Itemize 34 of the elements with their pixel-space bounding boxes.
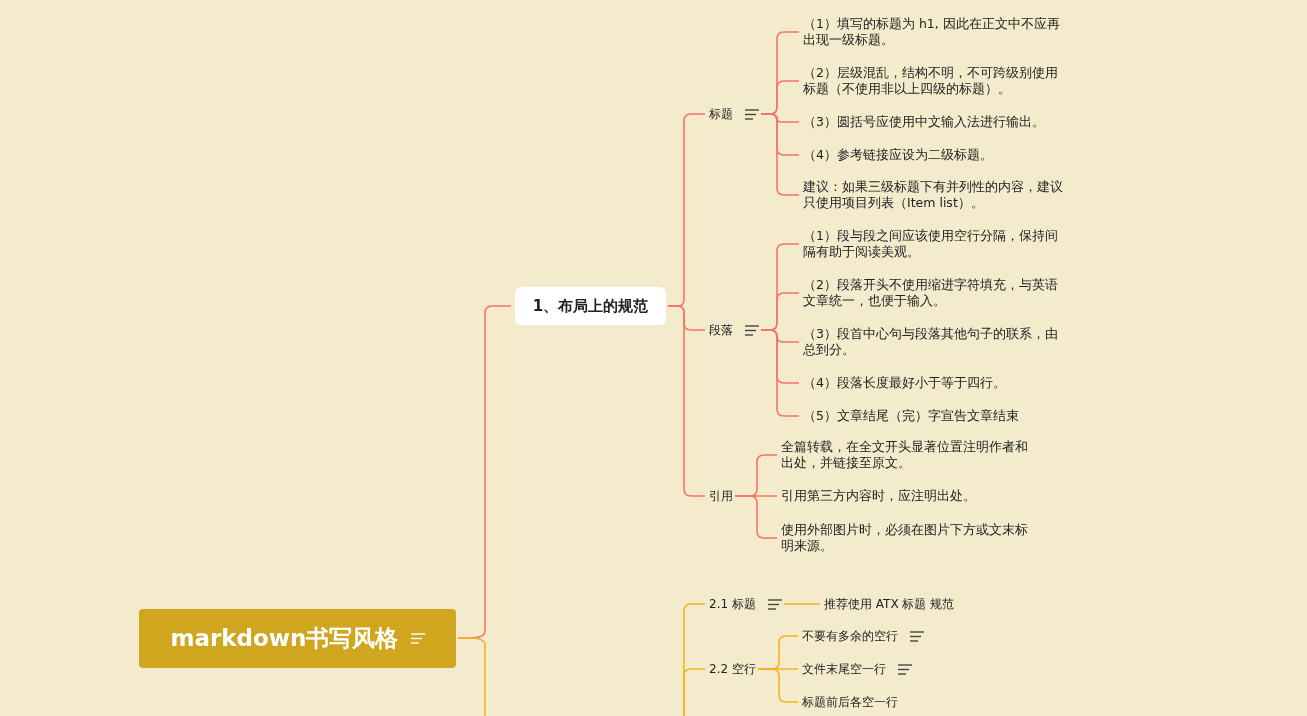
- subtopic-text: 标题: [709, 106, 733, 122]
- note-text: （1）填写的标题为 h1, 因此在正文中不应再出现一级标题。: [803, 16, 1060, 47]
- central-topic-box: [139, 608, 456, 668]
- note-text: （2）层级混乱，结构不明，不可跨级别使用标题（不使用非以上四级的标题）。: [803, 65, 1058, 96]
- branch-line: [734, 495, 778, 539]
- subtopic-text: 段落: [709, 322, 733, 338]
- note-text: （4）参考链接应设为二级标题。: [803, 147, 993, 162]
- subtopic-text: 2.1 标题: [709, 596, 756, 612]
- note-text: （1）段与段之间应该使用空行分隔，保持间隔有助于阅读美观。: [803, 228, 1058, 259]
- subtopic-label: 推荐使用 ATX 标题 规范: [824, 596, 955, 612]
- branch-line: [760, 113, 800, 196]
- topic-text: 1、布局上的规范: [532, 296, 649, 316]
- subtopic-text: 不要有多余的空行: [802, 628, 898, 644]
- note-text: （4）段落长度最好小于等于四行。: [803, 375, 1006, 390]
- branch-line: [683, 668, 706, 716]
- note-text: 引用第三方内容时，应注明出处。: [781, 488, 976, 503]
- branch-line: [760, 329, 800, 417]
- note-text: 使用外部图片时，必须在图片下方或文末标明来源。: [781, 522, 1028, 553]
- central-topic-text: markdown书写风格: [170, 623, 399, 653]
- branch-line: [667, 305, 706, 497]
- note-text: （3）段首中心句与段落其他句子的联系，由总到分。: [803, 326, 1058, 357]
- branch-line: [783, 603, 821, 605]
- subtopic-label: 标题前后各空一行: [802, 694, 898, 710]
- note-text: 建议：如果三级标题下有并列性的内容，建议只使用项目列表（Item list）。: [803, 179, 1063, 210]
- note-text: （5）文章结尾（完）字宣告文章结束: [803, 408, 1019, 423]
- topic-box: [515, 287, 666, 325]
- subtopic-label: 引用: [709, 488, 733, 504]
- subtopic-text: 文件末尾空一行: [802, 661, 886, 677]
- note-text: 全篇转载，在全文开头显著位置注明作者和出处，并链接至原文。: [781, 439, 1028, 470]
- branch-line: [457, 637, 486, 716]
- note-text: （2）段落开头不使用缩进字符填充，与英语文章统一，也便于输入。: [803, 277, 1058, 308]
- subtopic-label: 2.2 空行: [709, 661, 756, 677]
- branch-line: [757, 668, 799, 703]
- note-text: （3）圆括号应使用中文输入法进行输出。: [803, 114, 1045, 129]
